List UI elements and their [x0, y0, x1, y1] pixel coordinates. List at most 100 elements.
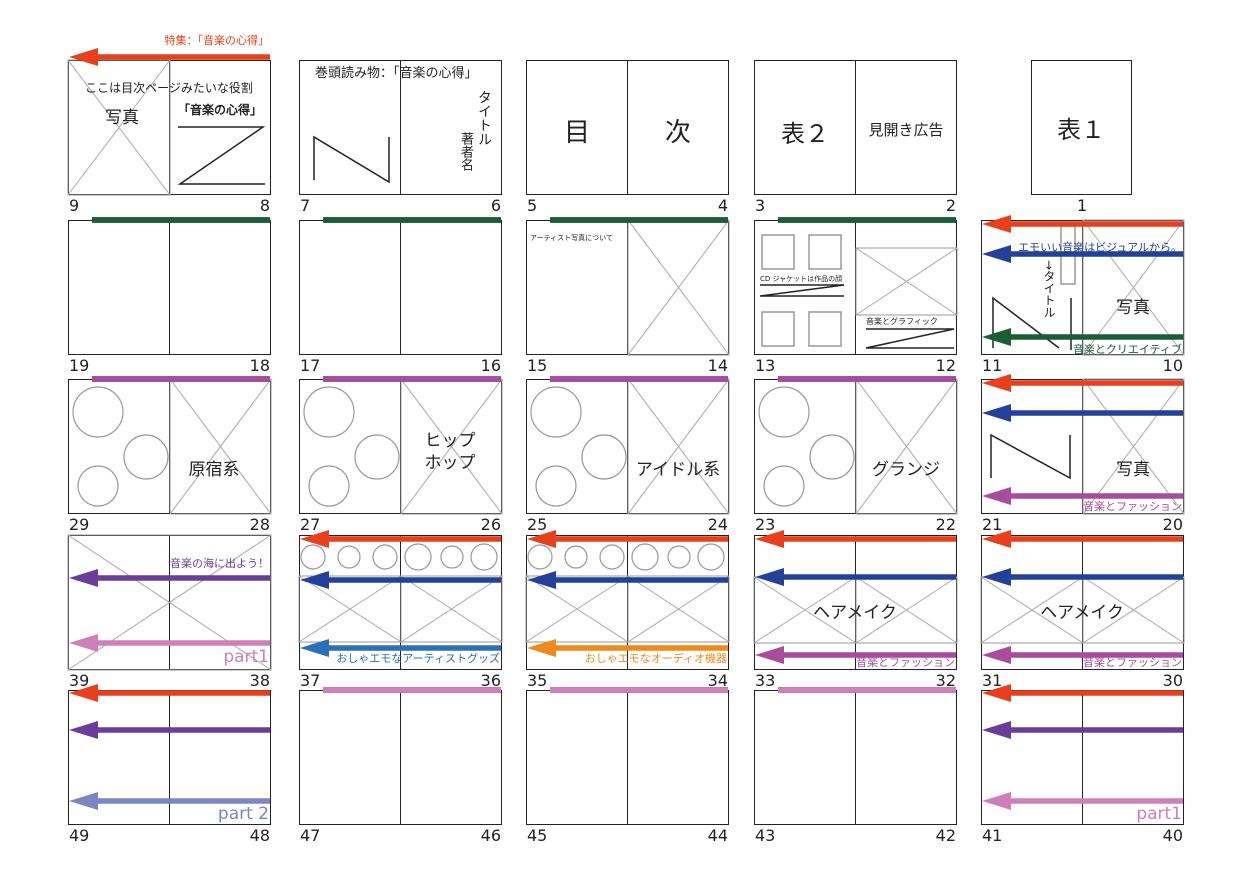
- page-number: 32: [935, 671, 956, 690]
- page-annotation: アーティスト写真について: [530, 234, 613, 242]
- right-page: [1031, 60, 1132, 195]
- photo-placeholder: [525, 575, 629, 643]
- page-annotation: 巻頭読み物：「音楽の心得」: [315, 66, 478, 81]
- page-number: 16: [480, 356, 501, 375]
- circle-image: [697, 543, 725, 571]
- arrow-label: 音楽とファッション: [1083, 656, 1182, 669]
- spread-drawing: [530, 376, 730, 515]
- page-number: 43: [755, 826, 776, 845]
- page-number: 22: [935, 515, 956, 534]
- page-annotation: ヘアメイク: [1040, 603, 1124, 623]
- spread-drawing: [67, 48, 270, 196]
- page-number: 21: [982, 515, 1003, 534]
- circle-image: [581, 434, 627, 480]
- page-annotation: ホップ: [424, 453, 476, 473]
- page-number: 44: [707, 826, 728, 845]
- spread-drawing: [525, 530, 730, 657]
- right-page: [855, 535, 957, 670]
- spread-drawing: [778, 687, 956, 693]
- spread-drawing: [526, 60, 729, 195]
- page-number: 17: [300, 356, 321, 375]
- text-flow-line: [759, 284, 845, 297]
- spread-drawing: [67, 534, 272, 671]
- spread-drawing: [313, 135, 390, 184]
- page-annotation: 見開き広告: [868, 121, 944, 139]
- photo-placeholder: [67, 534, 272, 671]
- image-box: [808, 234, 842, 270]
- arrow-label: おしゃエモなオーディオ機器: [584, 652, 727, 665]
- page-annotation: 表２: [781, 120, 829, 148]
- flow-arrow-magenta: [755, 646, 956, 664]
- spread-drawing: [759, 217, 958, 349]
- page-annotation: ヘアメイク: [813, 603, 897, 623]
- photo-placeholder: [67, 59, 171, 196]
- left-page: [981, 220, 1083, 355]
- page-number: 40: [1162, 826, 1183, 845]
- page-number: 35: [527, 671, 548, 690]
- left-page: [526, 690, 628, 825]
- text-flow-line: [865, 328, 955, 349]
- page-number: 38: [249, 671, 270, 690]
- page-annotation: 目: [563, 118, 591, 148]
- page-annotation: タイトル: [476, 90, 492, 146]
- spread-drawing: [550, 687, 728, 693]
- page-number: 34: [707, 671, 728, 690]
- page-number: 47: [300, 826, 321, 845]
- spread-drawing: [298, 530, 503, 657]
- right-page: [400, 690, 502, 825]
- spread-pages-35-34: おしゃエモなオーディオ機器 35 34: [525, 530, 730, 690]
- flow-arrow-red: [527, 530, 728, 548]
- page-number: 15: [527, 356, 548, 375]
- page-number: 41: [982, 826, 1003, 845]
- circle-image: [354, 434, 400, 480]
- page-annotation: 原宿系: [188, 460, 240, 480]
- left-page: [754, 379, 856, 514]
- page-annotation: アイドル系: [635, 460, 721, 480]
- flow-arrow-red: [982, 374, 1183, 392]
- arrow-label: part 2: [217, 804, 269, 824]
- page-number: 30: [1162, 671, 1183, 690]
- page-number: 28: [249, 515, 270, 534]
- page-number: 7: [300, 196, 311, 215]
- page-annotation: 著者名: [458, 132, 473, 171]
- left-page: [299, 220, 401, 355]
- arrow-label: エモいい音楽はビジュアルから。: [1018, 241, 1182, 254]
- page-number: 1: [1077, 196, 1088, 215]
- photo-placeholder: [627, 575, 730, 643]
- page-number: 33: [755, 671, 776, 690]
- right-page: [627, 60, 729, 195]
- page-number: 26: [480, 515, 501, 534]
- image-box: [761, 311, 795, 347]
- page-annotation: ヒップ: [424, 431, 476, 451]
- left-page: [754, 60, 856, 195]
- flow-arrow-blue: [982, 245, 1183, 263]
- circle-image: [527, 544, 553, 570]
- page-number: 24: [707, 515, 728, 534]
- photo-placeholder: [855, 378, 958, 515]
- spread-drawing: [323, 217, 501, 223]
- photo-placeholder: [855, 247, 958, 316]
- photo-placeholder: [627, 219, 730, 356]
- page-number: 42: [935, 826, 956, 845]
- page-number: 20: [1162, 515, 1183, 534]
- flow-arrow-purple: [982, 721, 1183, 739]
- flow-arrow-red: [982, 684, 1183, 702]
- spread-drawing: [982, 374, 1185, 515]
- left-page: [299, 60, 401, 195]
- spread-drawing: [323, 687, 501, 693]
- left-page: [754, 690, 856, 825]
- right-page: [400, 220, 502, 355]
- arrow-label: 音楽とクリエイティブ: [1072, 343, 1182, 356]
- flow-arrow-blue: [755, 568, 956, 586]
- text-flow-line: [313, 135, 390, 184]
- circle-image: [564, 545, 588, 569]
- spread-drawing: [758, 376, 958, 515]
- page-number: 4: [717, 196, 728, 215]
